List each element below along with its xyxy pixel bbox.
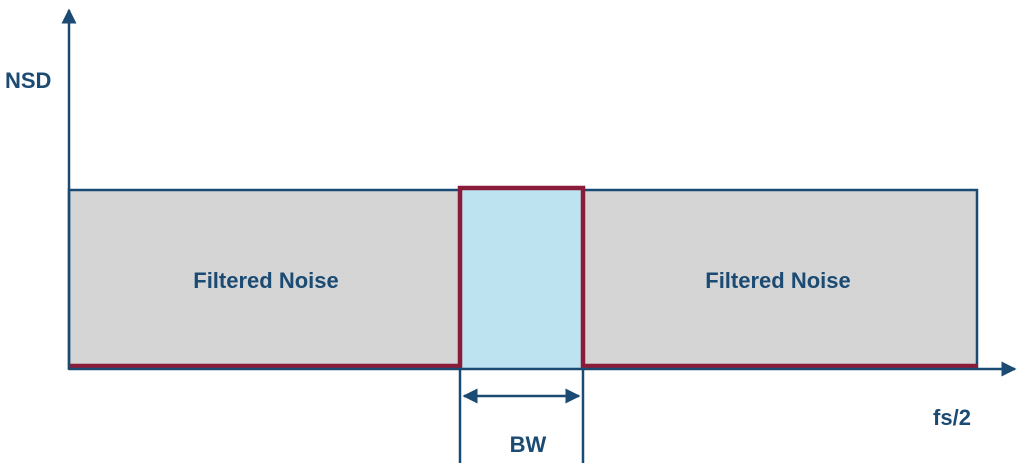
passband-region: [460, 188, 583, 368]
y-axis-label: NSD: [5, 68, 51, 93]
band-label: BW: [510, 432, 547, 457]
left-region-label: Filtered Noise: [193, 268, 338, 293]
x-axis-label: fs/2: [933, 405, 971, 430]
right-region-label: Filtered Noise: [705, 268, 850, 293]
filter-response-line: [69, 185, 977, 369]
